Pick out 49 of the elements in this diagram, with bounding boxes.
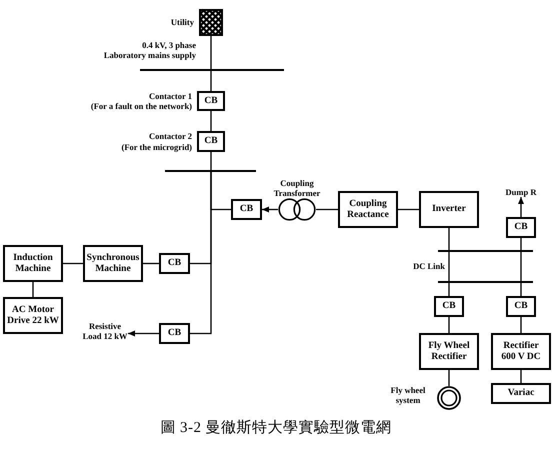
component-box: Fly Wheel Rectifier <box>419 333 479 370</box>
figure-caption: 圖 3-2 曼徹斯特大學實驗型微電網 <box>160 419 392 437</box>
breaker-box: CB <box>197 91 225 111</box>
connector-line <box>448 317 450 333</box>
component-box: AC Motor Drive 22 kW <box>3 297 63 334</box>
connector-line <box>448 370 450 386</box>
connector-line <box>448 283 450 296</box>
source-label: Utility <box>170 17 194 27</box>
connector-line <box>32 282 34 297</box>
transformer-label: Coupling Transformer <box>272 178 322 198</box>
arrow <box>518 197 524 217</box>
connector-line <box>520 370 522 383</box>
breaker-box: CB <box>159 323 190 344</box>
breaker-box: CB <box>434 296 464 317</box>
breaker-box: CB <box>506 217 536 238</box>
component-box: Synchronous Machine <box>83 245 143 282</box>
connector-line <box>520 283 522 296</box>
component-box: Induction Machine <box>3 245 63 282</box>
breaker-box: CB <box>197 131 225 152</box>
component-box: Rectifier 600 V DC <box>491 333 551 370</box>
contactor-label: Contactor 2 <box>148 131 192 141</box>
connector-line <box>210 71 212 91</box>
connector-line <box>190 172 212 334</box>
load-label: Resistive Load 12 kW <box>82 321 128 341</box>
connector-line <box>520 317 522 333</box>
connector-line <box>143 262 159 264</box>
component-box: Variac <box>491 383 551 404</box>
connector-line <box>520 238 522 250</box>
breaker-box: CB <box>506 296 536 317</box>
breaker-box: CB <box>159 253 190 274</box>
arrow <box>262 206 278 212</box>
connector-line <box>398 208 419 210</box>
flywheel-label: Fly wheel system <box>390 385 426 405</box>
connector-line <box>210 36 212 69</box>
supply-note: 0.4 kV, 3 phase Laboratory mains supply <box>102 40 196 60</box>
component-box: Coupling Reactance <box>338 191 398 228</box>
connector-line <box>63 262 83 264</box>
bus-label: DC Link <box>412 261 445 271</box>
contactor-label: Contactor 1 <box>148 91 192 101</box>
connector-line <box>448 228 450 250</box>
connector-line <box>210 152 212 170</box>
breaker-box: CB <box>231 199 262 220</box>
load-label: Dump R <box>506 187 536 197</box>
component-box: Inverter <box>419 191 479 228</box>
contactor-label: (For the microgrid) <box>122 142 192 152</box>
contactor-label: (For a fault on the network) <box>90 101 192 111</box>
connector-line <box>210 111 212 131</box>
connector-line <box>316 208 338 210</box>
arrow <box>128 330 159 336</box>
